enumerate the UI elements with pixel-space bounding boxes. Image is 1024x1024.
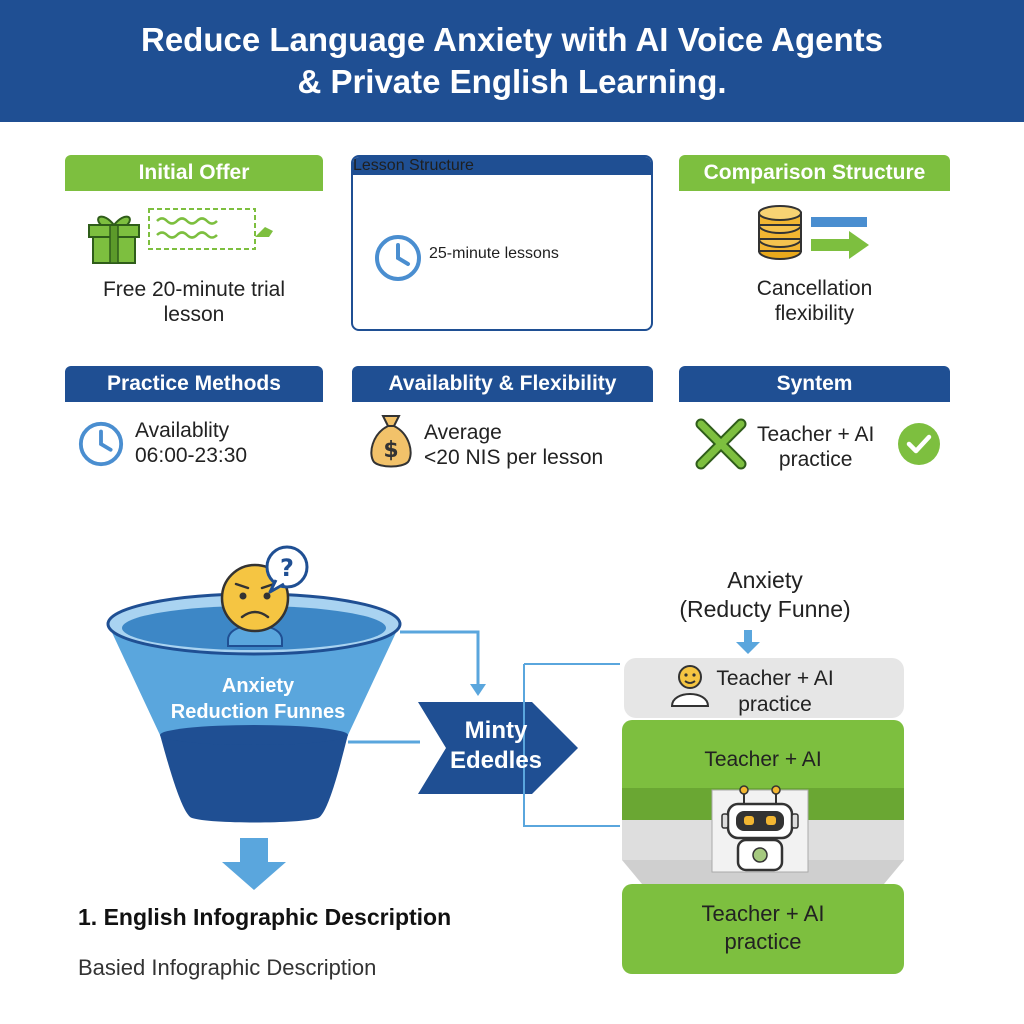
header-banner: Reduce Language Anxiety with AI Voice Ag… [0,0,1024,122]
teacher-ai-stack [622,630,904,974]
stack-middle-label: Teacher + AI [704,748,822,771]
card-syntem: Syntem Teacher + AI practice [679,366,950,476]
gift-icon [88,215,140,264]
comparison-text-line-1: Cancellation [756,277,873,300]
card-practice-methods: Practice Methods Availablity 06:00-23:30 [65,366,323,476]
card-lesson-structure: Lesson Structure 25-minute lessons [351,155,653,331]
card-title: Lesson Structure [353,157,651,175]
card-title: Initial Offer [65,155,323,191]
svg-text:$: $ [383,438,398,463]
transfer-arrow-icon [811,217,869,259]
card-title: Syntem [679,366,950,402]
arrow-label-line-2: Ededles [449,747,543,774]
description-heading: 1. English Infographic Description [78,904,452,930]
stack-top-line-1: Teacher + AI [716,667,834,690]
funnel-label-line-2: Reduction Funnes [170,701,346,723]
card-title: Availablity & Flexibility [352,366,653,402]
card-initial-offer: Initial Offer Free 20-minute trial lesso… [65,155,323,335]
card-comparison-structure: Comparison Structure Cancellation flexib… [679,155,950,335]
stack-title-line-1: Anxiety [727,567,803,593]
comparison-text-line-2: flexibility [774,302,855,325]
page-title-line-1: Reduce Language Anxiety with AI Voice Ag… [140,21,884,58]
price-per-lesson: <20 NIS per lesson [424,446,604,469]
cross-icon [695,418,747,470]
offer-text-line-1: Free 20-minute trial [102,278,286,301]
syntem-text-line-2: practice [778,448,853,471]
description-subtitle: Basied Infographic Description [78,955,377,980]
voucher-icon [148,208,273,250]
page-title-line-2: & Private English Learning. [297,63,727,100]
svg-text:?: ? [280,554,294,582]
card-availability-flexibility: Availablity & Flexibility $ Average <20 … [352,366,653,476]
stack-bottom-line-1: Teacher + AI [701,901,825,926]
availability-hours: 06:00-23:30 [135,444,248,467]
clock-icon [375,235,421,281]
check-circle-icon [898,423,940,465]
offer-text-line-2: lesson [163,303,225,326]
anxiety-funnel: ? [106,545,620,890]
availability-label: Availablity [135,419,230,442]
money-bag-icon: $ [370,415,412,468]
clock-icon [78,421,124,467]
average-label: Average [424,421,502,444]
card-title: Comparison Structure [679,155,950,191]
card-title: Practice Methods [65,366,323,402]
syntem-text-line-1: Teacher + AI [757,423,875,446]
stack-top-line-2: practice [738,693,812,716]
funnel-label-line-1: Anxiety [221,675,295,697]
arrow-label-line-1: Minty [464,717,528,744]
stack-bottom-line-2: practice [724,929,802,954]
stack-title-line-2: (Reducty Funne) [679,596,851,622]
lesson-duration-text: 25-minute lessons [429,245,559,262]
coins-icon [758,205,802,260]
